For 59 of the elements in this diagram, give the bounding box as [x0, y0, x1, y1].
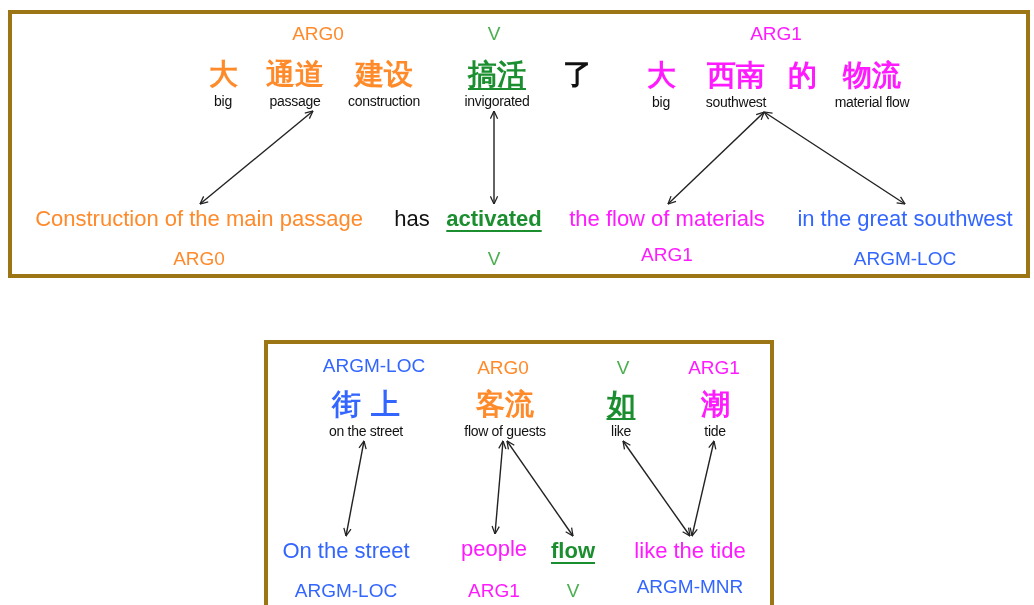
sentence-frame — [8, 10, 1030, 278]
gloss-text: big — [214, 92, 232, 110]
role-label: ARG0 — [477, 357, 529, 379]
chinese-text: 搞活 — [468, 56, 526, 92]
chinese-text: 了 — [562, 56, 592, 92]
phrase-text: like the tide — [634, 537, 746, 565]
role-label: V — [616, 357, 630, 379]
double-arrow — [489, 110, 499, 205]
double-arrow — [763, 111, 906, 205]
chinese-text: 通道 — [266, 56, 324, 92]
role-label: ARG1 — [468, 580, 520, 602]
role-label: V — [487, 248, 501, 270]
gloss-text: southwest — [705, 93, 767, 111]
chinese-text: 西南 — [707, 57, 765, 93]
role-label: ARGM-LOC — [322, 355, 426, 377]
role-label: ARG0 — [292, 23, 344, 45]
gloss-text: passage — [269, 92, 321, 110]
phrase-text: Construction of the main passage — [35, 205, 363, 233]
gloss-text: material flow — [834, 93, 910, 111]
gloss-text: tide — [704, 422, 726, 440]
chinese-text: 潮 — [700, 386, 730, 422]
role-label: ARGM-LOC — [853, 248, 957, 270]
double-arrow — [667, 111, 765, 205]
chinese-text: 如 — [606, 386, 636, 422]
chinese-text: 街 上 — [331, 386, 401, 422]
gloss-text: flow of guests — [464, 422, 546, 440]
gloss-text: like — [611, 422, 631, 440]
gloss-text: big — [652, 93, 670, 111]
chinese-text: 物流 — [843, 57, 901, 93]
chinese-text: 客流 — [476, 386, 534, 422]
role-label: V — [566, 580, 580, 602]
role-label: ARGM-LOC — [294, 580, 398, 602]
role-label: ARG0 — [173, 248, 225, 270]
role-label: ARG1 — [750, 23, 802, 45]
sentence-frame — [264, 340, 774, 605]
double-arrow — [343, 440, 367, 537]
role-label: ARG1 — [688, 357, 740, 379]
chinese-text: 的 — [787, 57, 817, 93]
double-arrow — [506, 440, 574, 537]
double-arrow — [622, 440, 691, 537]
phrase-text: activated — [446, 205, 542, 233]
chinese-text: 建设 — [355, 56, 413, 92]
gloss-text: invigorated — [464, 92, 530, 110]
double-arrow — [199, 110, 314, 205]
phrase-text: in the great southwest — [797, 205, 1013, 233]
chinese-text: 大 — [646, 57, 676, 93]
phrase-text: the flow of materials — [569, 205, 765, 233]
gloss-text: on the street — [329, 422, 403, 440]
phrase-text: flow — [551, 537, 595, 565]
chinese-text: 大 — [208, 56, 238, 92]
phrase-text: people — [460, 535, 528, 563]
role-label: ARGM-MNR — [636, 576, 744, 598]
gloss-text: construction — [348, 92, 420, 110]
phrase-text: On the street — [282, 537, 410, 565]
double-arrow — [491, 440, 507, 535]
role-label: ARG1 — [641, 244, 693, 266]
double-arrow — [689, 440, 717, 537]
role-label: V — [487, 23, 501, 45]
phrase-text: has — [394, 205, 430, 233]
